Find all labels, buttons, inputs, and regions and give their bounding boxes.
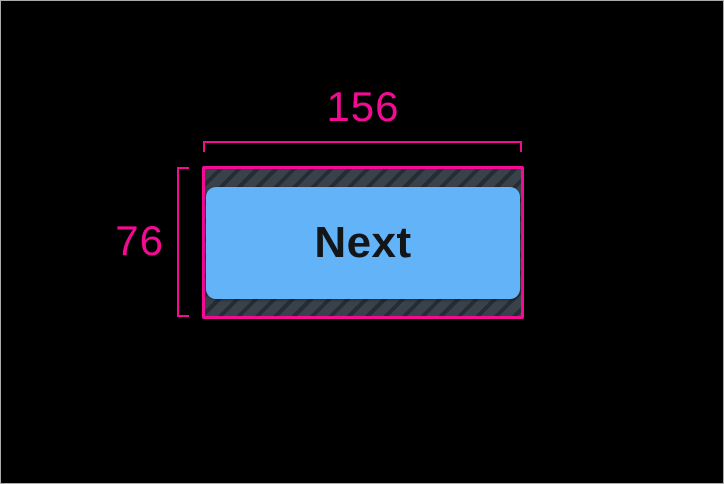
next-button[interactable]: Next: [206, 187, 520, 299]
height-measure-bracket: [177, 167, 189, 317]
width-measure-bracket: [203, 141, 522, 152]
width-dimension-label: 156: [326, 83, 400, 130]
height-dimension-label: 76: [115, 217, 164, 264]
touch-target-outline: Next: [202, 166, 524, 319]
